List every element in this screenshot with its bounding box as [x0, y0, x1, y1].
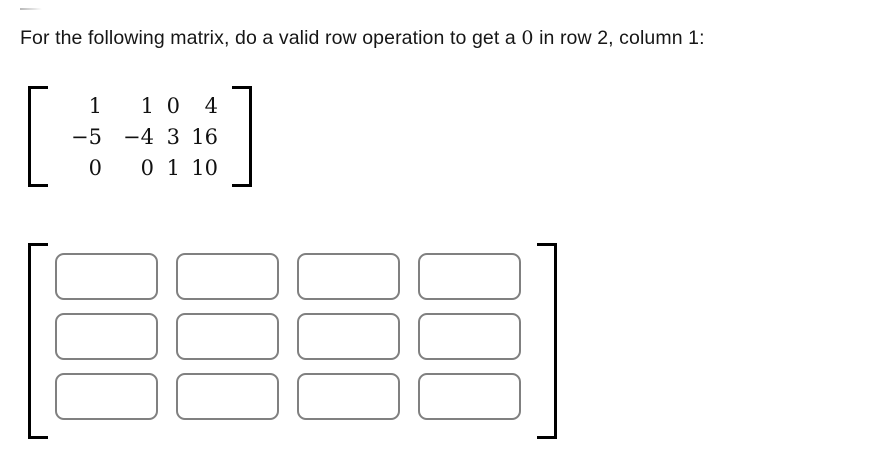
answer-input-r3c2[interactable]: [176, 373, 279, 420]
answer-input-r3c3[interactable]: [297, 373, 400, 420]
answer-input-r2c1[interactable]: [55, 313, 158, 360]
matrix-values-grid: 1 1 0 4 −5 −4 3 16 0 0 1 10: [50, 86, 230, 187]
prompt-target-zero: 0: [521, 27, 534, 49]
matrix-cell-r2c3: 3: [166, 124, 180, 149]
matrix-cell-r1c2: 1: [140, 93, 154, 118]
matrix-cell-r1c1: 1: [88, 93, 102, 118]
answer-input-r3c4[interactable]: [418, 373, 521, 420]
answer-input-grid: [50, 243, 535, 439]
answer-input-r1c1[interactable]: [55, 253, 158, 300]
answer-input-r1c2[interactable]: [176, 253, 279, 300]
matrix-cell-r3c2: 0: [140, 155, 154, 180]
matrix-cell-r3c3: 1: [166, 155, 180, 180]
answer-input-r3c1[interactable]: [55, 373, 158, 420]
matrix-cell-r1c4: 4: [204, 93, 218, 118]
matrix-cell-r2c4: 16: [191, 124, 218, 149]
answer-input-r2c4[interactable]: [418, 313, 521, 360]
top-left-gray-line-artifact: [20, 8, 42, 10]
answer-matrix: [28, 243, 557, 439]
question-prompt: For the following matrix, do a valid row…: [20, 26, 705, 50]
answer-input-r2c2[interactable]: [176, 313, 279, 360]
matrix-cell-r3c1: 0: [88, 155, 102, 180]
matrix-cell-r1c3: 0: [166, 93, 180, 118]
answer-right-bracket: [535, 243, 557, 439]
answer-left-bracket: [28, 243, 50, 439]
matrix-left-bracket: [28, 86, 50, 187]
answer-input-r1c4[interactable]: [418, 253, 521, 300]
answer-input-r2c3[interactable]: [297, 313, 400, 360]
matrix-cell-r2c1: −5: [71, 124, 102, 149]
matrix-cell-r3c4: 10: [191, 155, 218, 180]
answer-input-r1c3[interactable]: [297, 253, 400, 300]
prompt-text-after: in row 2, column 1:: [533, 27, 705, 49]
matrix-cell-r2c2: −4: [123, 124, 154, 149]
matrix-right-bracket: [230, 86, 252, 187]
source-matrix: 1 1 0 4 −5 −4 3 16 0 0 1 10: [28, 86, 252, 187]
prompt-text-before: For the following matrix, do a valid row…: [20, 27, 522, 49]
